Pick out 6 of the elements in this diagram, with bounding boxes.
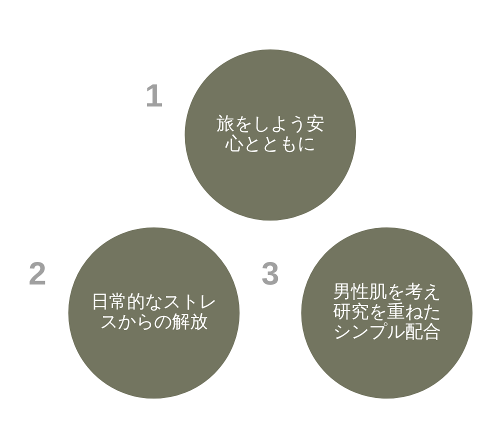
node-circle: 日常的なストレスからの解放	[68, 227, 240, 399]
node-label: 3	[261, 255, 280, 292]
node-circle: 男性肌を考え研究を重ねたシンプル配合	[301, 227, 473, 399]
node-circle: 旅をしよう安心とともに	[184, 49, 356, 221]
node-label: 1	[144, 77, 163, 114]
node-label: 2	[28, 255, 46, 292]
